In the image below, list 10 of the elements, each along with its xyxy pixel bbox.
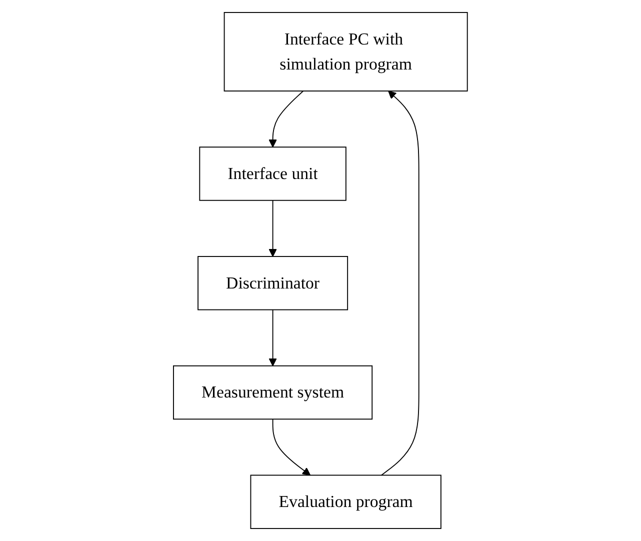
arrow [268,90,304,148]
node-box: Discriminator [198,256,348,310]
node-box: Interface unit [199,146,346,201]
arrow [268,309,277,366]
node-box: Measurement system [173,365,373,420]
arrow [272,418,311,476]
arrow [268,200,277,257]
node-box: Interface PC with simulation program [224,12,468,92]
arrow [381,90,420,476]
node-box: Evaluation program [250,474,442,529]
